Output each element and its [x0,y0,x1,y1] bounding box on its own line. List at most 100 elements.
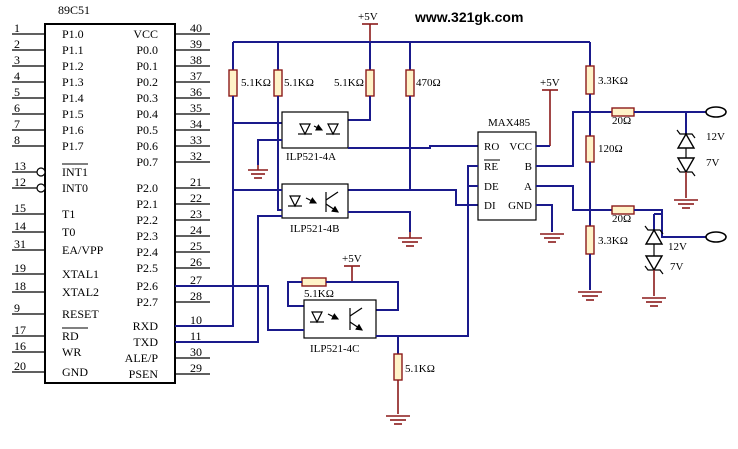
ground-zener-2 [642,297,666,307]
ground-opto-b [398,232,422,247]
mcu-left-pin-label: INT1 [62,165,88,179]
zener-pair-1: 12V 7V [676,112,725,198]
mcu-left-pin-label: P1.3 [62,75,84,89]
mcu-right-pin-label: VCC [133,27,158,41]
mcu-left-pin: 16 WR [12,339,81,359]
mcu-left-pin-label: WR [62,345,81,359]
mcu-right-pin-label: RXD [133,319,159,333]
mcu-right-pin-label: P2.1 [136,197,158,211]
mcu-left-pin-number: 4 [14,69,20,83]
mcu-left-pin-number: 20 [14,359,26,373]
mcu-left-pin-label: P1.4 [62,91,84,105]
mcu-right-pin: 21 P2.0 [136,175,210,195]
mcu-right-pin: 26 P2.5 [136,255,210,275]
mcu-right-pin-number: 36 [190,85,202,99]
svg-text:120Ω: 120Ω [598,143,623,155]
terminal-b[interactable] [705,106,727,118]
ground-zener-1 [674,199,698,209]
max485-left-pin-label: RE [484,161,498,173]
mcu-left-pin-number: 12 [14,175,26,189]
max485-right-pin-label: VCC [509,141,532,153]
mcu-left-pin-label: XTAL2 [62,285,99,299]
mcu-right-pin-number: 26 [190,255,202,269]
mcu-right-pin-number: 22 [190,191,202,205]
svg-text:12V: 12V [668,241,687,253]
svg-text:5.1KΩ: 5.1KΩ [241,77,271,89]
mcu-left-pin-label: XTAL1 [62,267,99,281]
resistor-bottom-bias: 3.3KΩ [585,225,628,255]
mcu-right-pin-label: ALE/P [125,351,159,365]
svg-text:5.1KΩ: 5.1KΩ [334,77,364,89]
mcu-right-pin-label: P2.2 [136,213,158,227]
mcu-right-pin-label: P2.5 [136,261,158,275]
mcu-right-pin-label: P2.4 [136,245,158,259]
mcu-left-pin-number: 16 [14,339,26,353]
mcu-right-pin-number: 33 [190,133,202,147]
mcu-left-pin-number: 17 [14,323,26,337]
mcu-left-pin-number: 8 [14,133,20,147]
mcu-left-pin: 13 INT1 [12,159,88,179]
mcu-right-pin-number: 28 [190,289,202,303]
svg-text:20Ω: 20Ω [612,115,631,127]
mcu-right-pin-label: P0.6 [136,139,158,153]
mcu-right-pin: 33 P0.6 [136,133,210,153]
mcu-left-pin-number: 13 [14,159,26,173]
mcu-left-pin-number: 1 [14,21,20,35]
mcu-left-pin-label: P1.5 [62,107,84,121]
terminal-a[interactable] [705,231,727,243]
resistor-top-bias: 3.3KΩ [585,65,628,95]
svg-text:3.3KΩ: 3.3KΩ [598,235,628,247]
mcu-left-pin-number: 3 [14,53,20,67]
svg-text:7V: 7V [670,261,684,273]
mcu-right-pin-label: P2.0 [136,181,158,195]
max485-left-pin-label: DE [484,181,499,193]
max485-name: MAX485 [488,117,531,129]
mcu-left-pin-label: P1.6 [62,123,84,137]
max485-right-pin-label: GND [508,200,532,212]
mcu-right-pin-label: P0.5 [136,123,158,137]
mcu-left-pin-label: T0 [62,225,75,239]
mcu-left-pin: 18 XTAL2 [12,279,99,299]
mcu-left-pin-label: RESET [62,307,99,321]
svg-text:470Ω: 470Ω [416,77,441,89]
ground-opto-c [386,415,410,425]
mcu-right-pin-label: P0.0 [136,43,158,57]
mcu-right-pin-number: 34 [190,117,202,131]
svg-text:3.3KΩ: 3.3KΩ [598,75,628,87]
supply-top-label: +5V [358,11,378,23]
mcu-left-pin-number: 14 [14,219,26,233]
mcu-right-pin-number: 30 [190,345,202,359]
mcu-right-pin-label: PSEN [129,367,159,381]
mcu-right-pin-label: P0.4 [136,107,158,121]
mcu-right-pin: 34 P0.5 [136,117,210,137]
opto-ilp521-4b: ILP521-4B [281,183,349,235]
mcu-left-pin-number: 18 [14,279,26,293]
resistor-r6: 5.1KΩ [393,353,435,381]
mcu-right-pin-number: 21 [190,175,202,189]
resistor-r3: 5.1KΩ [334,42,375,97]
svg-text:5.1KΩ: 5.1KΩ [405,363,435,375]
opto-c-supply-label: +5V [342,253,362,265]
mcu-right-pin-number: 27 [190,273,202,287]
resistor-line-a: 20Ω [611,205,635,225]
mcu-name: 89C51 [58,3,90,17]
